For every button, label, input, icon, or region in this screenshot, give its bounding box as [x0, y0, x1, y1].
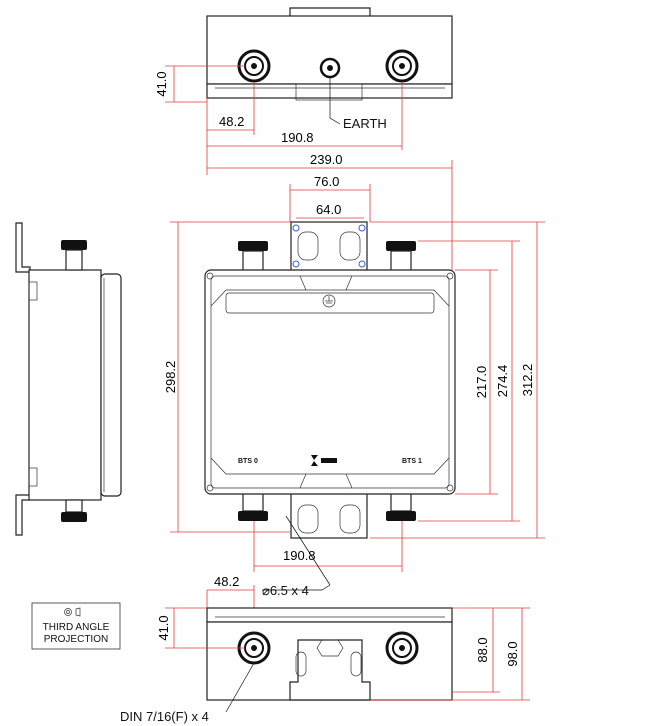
- dim-overall-width: 239.0: [310, 152, 343, 167]
- earth-stud: [319, 57, 341, 79]
- bts1-label: BTS 1: [402, 458, 422, 465]
- top-view: EARTH 41.0 48.2 190.8: [154, 7, 453, 175]
- front-spacing-dimension: 190.8: [253, 515, 403, 586]
- dim-bracket-inner: 64.0: [316, 202, 341, 217]
- top-connector-right: [385, 49, 419, 83]
- dim-overall-height: 312.2: [520, 364, 535, 397]
- dim-top-height: 41.0: [154, 71, 169, 96]
- connector-spec-label: DIN 7/16(F) x 4: [120, 709, 209, 724]
- dim-bracket-outer: 76.0: [314, 174, 339, 189]
- earth-symbol-icon: [322, 294, 336, 308]
- hole-spec-label: ⌀6.5 x 4: [262, 583, 309, 598]
- dim-bottom-offset: 48.2: [214, 574, 239, 589]
- front-view: BTS 0 BTS 1: [204, 221, 456, 539]
- dim-depth-98: 98.0: [505, 641, 520, 666]
- width-dimensions: 239.0 76.0 64.0: [207, 152, 453, 272]
- brand-logo-icon: [311, 455, 337, 466]
- dim-top-offset: 48.2: [219, 114, 244, 129]
- dim-top-spacing: 190.8: [281, 130, 314, 145]
- projection-line1: THIRD ANGLE: [43, 622, 110, 633]
- third-angle-projection-icon: [64, 607, 81, 617]
- dim-front-spacing: 190.8: [283, 548, 316, 563]
- projection-line2: PROJECTION: [44, 634, 108, 645]
- dim-connector-span: 274.4: [495, 365, 510, 398]
- projection-box: THIRD ANGLE PROJECTION: [31, 602, 121, 650]
- earth-label: EARTH: [343, 116, 387, 131]
- bottom-connector-left: [237, 631, 271, 665]
- bts0-label: BTS 0: [238, 458, 258, 465]
- height-dimensions: 298.2 217.0 274.4 312.2: [163, 221, 545, 539]
- side-view: [15, 222, 122, 536]
- dim-front-height: 298.2: [163, 361, 178, 394]
- bottom-connector-right: [385, 631, 419, 665]
- dim-body-height: 217.0: [474, 366, 489, 399]
- dim-depth-88: 88.0: [475, 637, 490, 662]
- bottom-view: 48.2 ⌀6.5 x 4 41.0 88.0 98.0: [120, 574, 530, 724]
- dim-bottom-height: 41.0: [156, 615, 171, 640]
